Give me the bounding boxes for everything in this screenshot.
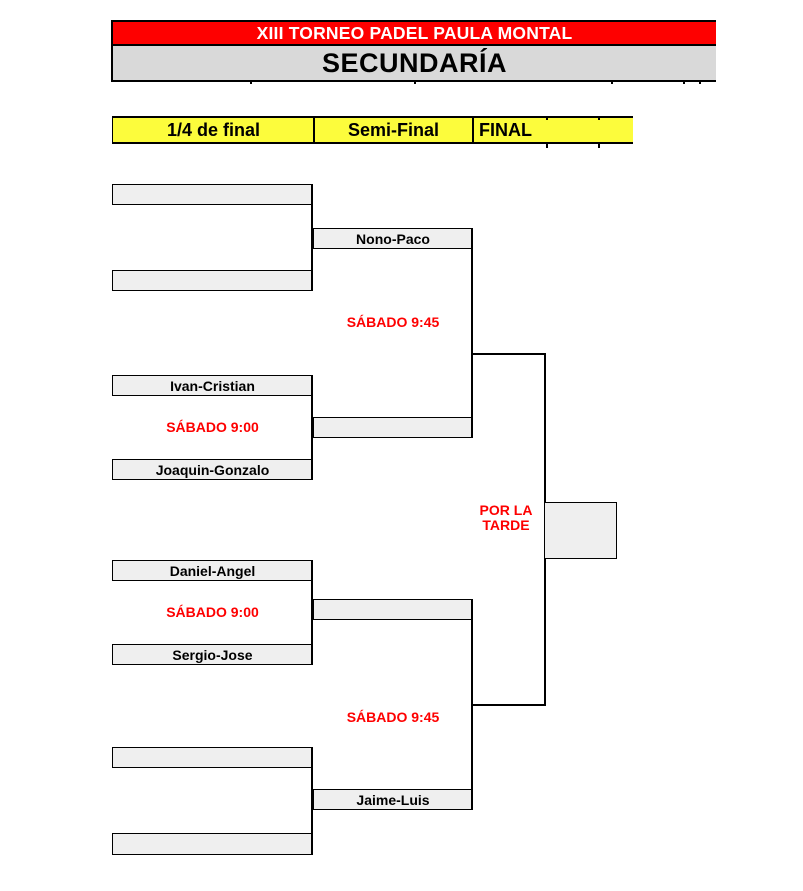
round-header-label: 1/4 de final (166, 119, 261, 140)
qf2-connector (311, 375, 313, 480)
tournament-title-bar: XIII TORNEO PADEL PAULA MONTAL (111, 20, 716, 46)
sf1-match-time: SÁBADO 9:45 (346, 314, 440, 330)
qf4-player2-slot (112, 833, 313, 855)
qf4-connector (311, 747, 313, 855)
sf1-bottom-slot (313, 417, 473, 438)
sf2-bottom-slot: Jaime-Luis (313, 789, 473, 810)
tournament-title: XIII TORNEO PADEL PAULA MONTAL (256, 22, 573, 43)
gridline-tick (250, 81, 252, 84)
sf1-connector (471, 228, 473, 438)
qf1-player2-slot (112, 270, 313, 291)
category-bar: SECUNDARÍA (111, 46, 716, 82)
qf3-player2-slot: Sergio-Jose (112, 644, 313, 665)
gridline-tick (699, 81, 701, 84)
gridline-tick (414, 81, 416, 84)
category-title: SECUNDARÍA (321, 47, 507, 78)
qf3-match-time: SÁBADO 9:00 (166, 604, 259, 620)
round-header-semifinals: Semi-Final (314, 118, 473, 142)
final-schedule-line2: TARDE (482, 517, 530, 533)
final-schedule-line1: POR LA (479, 502, 533, 518)
gridline-tick (611, 81, 613, 84)
round-header-divider (313, 116, 315, 144)
sf1-top-slot: Nono-Paco (313, 228, 473, 249)
round-header-label: FINAL (479, 119, 532, 140)
round-header-label: Semi-Final (347, 119, 440, 140)
gridline-tick (546, 116, 548, 120)
sf1-to-final-connector (471, 353, 546, 355)
gridline-tick (598, 116, 600, 120)
gridline-tick (546, 144, 548, 148)
round-header-row: 1/4 de final Semi-Final FINAL (112, 116, 634, 148)
final-winner-slot (544, 502, 617, 559)
qf3-connector (311, 560, 313, 665)
round-header-final: FINAL (473, 118, 634, 142)
qf2-player1-slot: Ivan-Cristian (112, 375, 313, 396)
gridline-tick (683, 81, 685, 84)
final-schedule: POR LA TARDE (472, 503, 540, 533)
sf2-to-final-connector (471, 704, 546, 706)
round-header-quarterfinals: 1/4 de final (113, 118, 314, 142)
gridline-tick (598, 144, 600, 148)
qf3-player1-slot: Daniel-Angel (112, 560, 313, 581)
qf2-player2-slot: Joaquin-Gonzalo (112, 459, 313, 480)
sf2-match-time: SÁBADO 9:45 (346, 709, 440, 725)
sf2-top-slot (313, 599, 473, 620)
qf4-player1-slot (112, 747, 313, 768)
qf2-match-time: SÁBADO 9:00 (166, 419, 259, 435)
round-header-divider (472, 116, 474, 144)
qf1-connector (311, 184, 313, 291)
qf1-player1-slot (112, 184, 313, 205)
